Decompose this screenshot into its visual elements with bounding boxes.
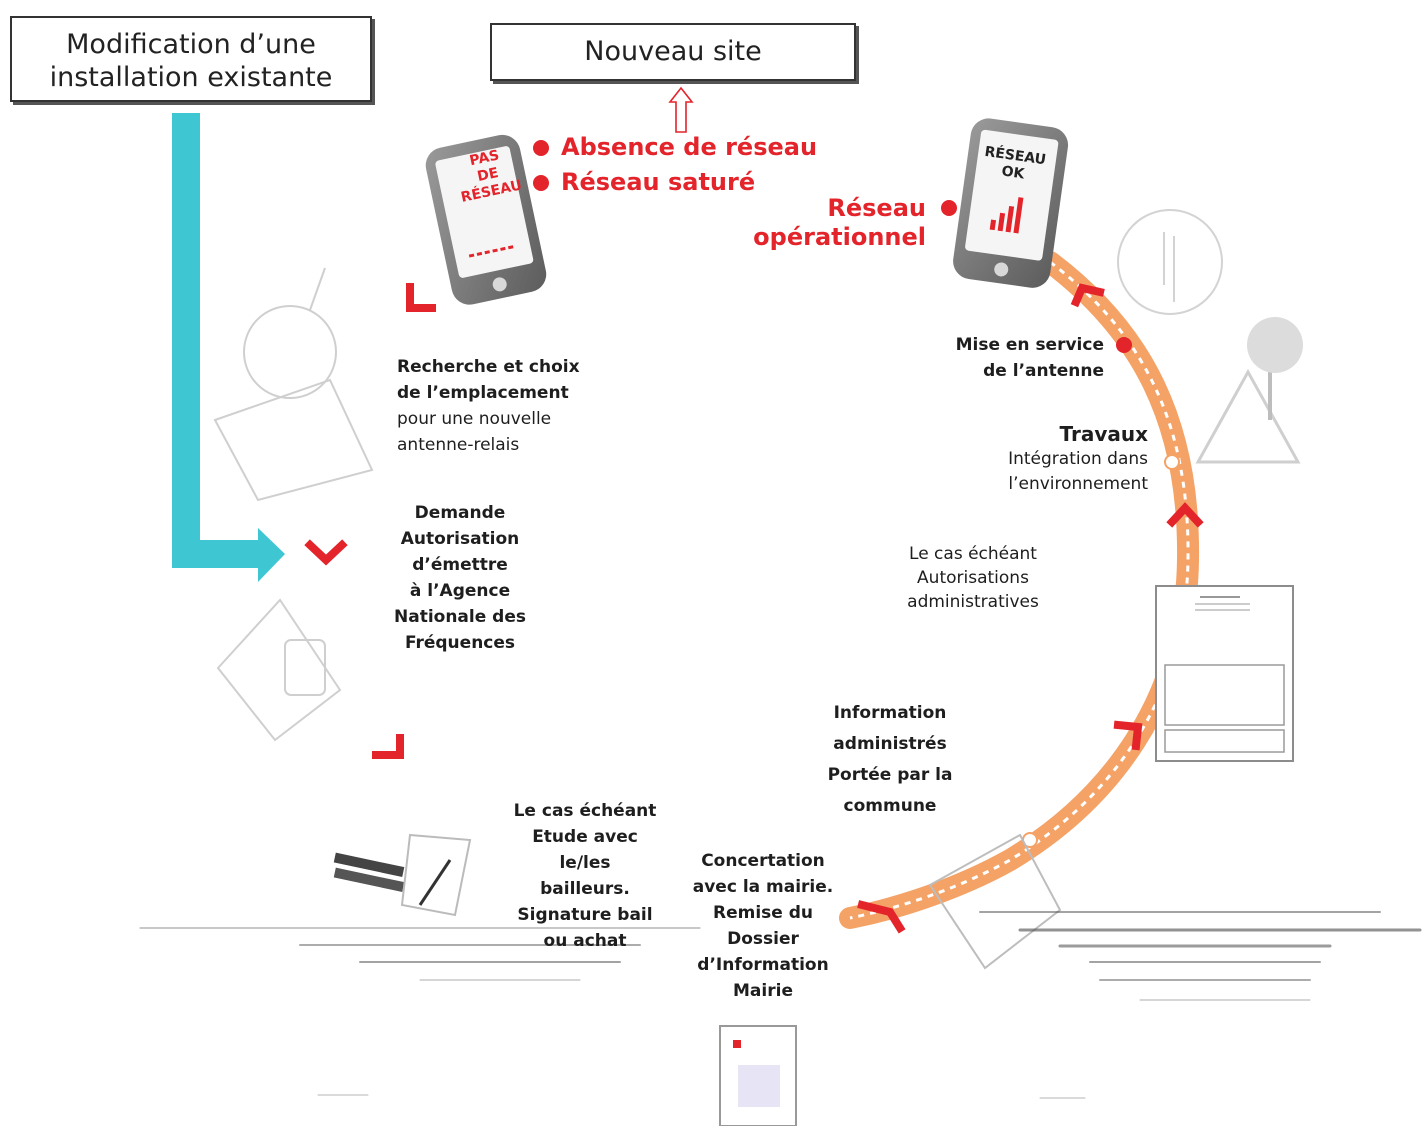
chevron-icon bbox=[304, 539, 348, 566]
key-contract-icon bbox=[333, 833, 472, 917]
step-line: Demande bbox=[414, 503, 506, 523]
magnifier-map-icon bbox=[213, 267, 374, 502]
step-chevrons bbox=[304, 283, 1204, 934]
form-stamp-icon bbox=[216, 598, 342, 742]
problem-item: Réseau saturé bbox=[533, 165, 817, 200]
new-site-label: Nouveau site bbox=[584, 36, 762, 67]
step-line: Le cas échéant bbox=[513, 801, 657, 821]
step-line: administratives bbox=[907, 592, 1039, 612]
step-line: Signature bail bbox=[517, 905, 653, 925]
town-hall-dossier-icon bbox=[719, 1025, 797, 1126]
step-line: avec la mairie. bbox=[692, 877, 834, 897]
existing-installation-box: Modification d’une installation existant… bbox=[10, 16, 372, 102]
operational-line: opérationnel bbox=[753, 223, 926, 251]
roadworks-sign-icon bbox=[1195, 317, 1303, 464]
step-line: Etude avec bbox=[532, 827, 638, 847]
step-line: d’Information bbox=[697, 955, 829, 975]
step-information: Information administrés Portée par la co… bbox=[810, 698, 970, 822]
chevron-icon bbox=[1070, 283, 1105, 308]
step-search-location: Recherche et choix de l’emplacement pour… bbox=[397, 354, 627, 458]
step-line: Autorisations bbox=[917, 568, 1029, 588]
step-line: Information bbox=[833, 703, 947, 723]
step-authorisations: Le cas échéant Autorisations administrat… bbox=[890, 542, 1056, 614]
network-problems: Absence de réseau Réseau saturé bbox=[533, 130, 817, 200]
step-line: Autorisation bbox=[400, 529, 520, 549]
step-line: ou achat bbox=[543, 931, 627, 951]
step-line: Portée par la bbox=[827, 765, 953, 785]
step-line: Nationale des bbox=[394, 607, 526, 627]
step-commissioning: Mise en service de l’antenne bbox=[930, 332, 1104, 384]
letter-folder-icon bbox=[928, 833, 1062, 970]
step-line: Fréquences bbox=[404, 633, 516, 653]
antenna-icon bbox=[1117, 209, 1223, 315]
step-line: à l’Agence bbox=[409, 581, 511, 601]
step-desc: pour une nouvelle bbox=[397, 409, 552, 429]
step-line: Remise du bbox=[713, 903, 813, 923]
operational-bullet-icon bbox=[941, 200, 957, 216]
admin-document-icon bbox=[1155, 585, 1294, 762]
step-line: le/les bbox=[559, 853, 611, 873]
problem-item: Absence de réseau bbox=[533, 130, 817, 165]
problem-label: Absence de réseau bbox=[561, 133, 818, 161]
network-operational: Réseau opérationnel bbox=[730, 194, 926, 252]
step-desc: l’environnement bbox=[1008, 474, 1148, 494]
step-line: d’émettre bbox=[412, 555, 508, 575]
step-line: commune bbox=[843, 796, 937, 816]
step-line: Mise en service bbox=[955, 335, 1104, 355]
chevron-icon bbox=[857, 900, 906, 934]
chevron-icon bbox=[372, 734, 404, 759]
step-line: Le cas échéant bbox=[909, 544, 1037, 564]
step-line: Concertation bbox=[701, 851, 825, 871]
step-works: Travaux Intégration dans l’environnement bbox=[980, 422, 1148, 497]
step-line: bailleurs. bbox=[540, 879, 630, 899]
step-line: de l’antenne bbox=[983, 361, 1104, 381]
step-line: Mairie bbox=[733, 981, 793, 1001]
operational-line: Réseau bbox=[827, 194, 926, 222]
existing-installation-line: installation existante bbox=[49, 62, 333, 93]
step-title: de l’emplacement bbox=[397, 383, 569, 403]
bullet-icon bbox=[533, 175, 549, 191]
path-node bbox=[1164, 454, 1180, 470]
step-lease: Le cas échéant Etude avec le/les bailleu… bbox=[500, 798, 670, 954]
step-title: Recherche et choix bbox=[397, 357, 580, 377]
step-desc: antenne-relais bbox=[397, 435, 520, 455]
step-concertation: Concertation avec la mairie. Remise du D… bbox=[680, 848, 846, 1004]
chevron-icon bbox=[406, 283, 436, 312]
phone-network-ok-icon bbox=[953, 118, 1069, 288]
step-title: Travaux bbox=[1059, 422, 1148, 446]
phone-no-network-icon bbox=[425, 134, 547, 305]
step-line: Dossier bbox=[727, 929, 799, 949]
step-line: administrés bbox=[833, 734, 947, 754]
existing-installation-line: Modification d’une bbox=[66, 29, 316, 60]
chevron-icon bbox=[1113, 720, 1143, 751]
step-desc: Intégration dans bbox=[1008, 449, 1148, 469]
new-site-box: Nouveau site bbox=[490, 23, 856, 81]
commissioning-dot bbox=[1116, 337, 1132, 353]
problem-label: Réseau saturé bbox=[561, 168, 756, 196]
up-arrow-icon bbox=[668, 86, 694, 133]
scan-noise bbox=[139, 911, 1422, 1099]
existing-installation-arrow bbox=[172, 113, 285, 582]
bullet-icon bbox=[533, 140, 549, 156]
chevron-icon bbox=[1166, 502, 1204, 528]
step-anfr-request: Demande Autorisation d’émettre à l’Agenc… bbox=[376, 500, 544, 656]
